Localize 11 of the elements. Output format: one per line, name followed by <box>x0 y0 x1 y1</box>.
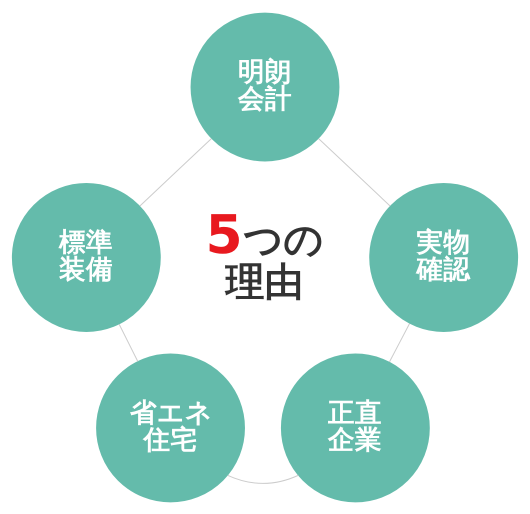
connector <box>388 322 410 362</box>
connector <box>227 474 299 484</box>
node-circle: 標準装備 <box>12 182 161 332</box>
node-circle: 実物確認 <box>369 182 518 332</box>
node-circle: 省エネ住宅 <box>96 353 245 502</box>
connector <box>140 138 212 206</box>
label: 5つの理由 <box>205 202 324 304</box>
connector <box>318 138 390 206</box>
node-circle: 明朗会計 <box>190 12 340 161</box>
connector <box>118 323 138 362</box>
node-circle: 正直企業 <box>280 353 430 502</box>
